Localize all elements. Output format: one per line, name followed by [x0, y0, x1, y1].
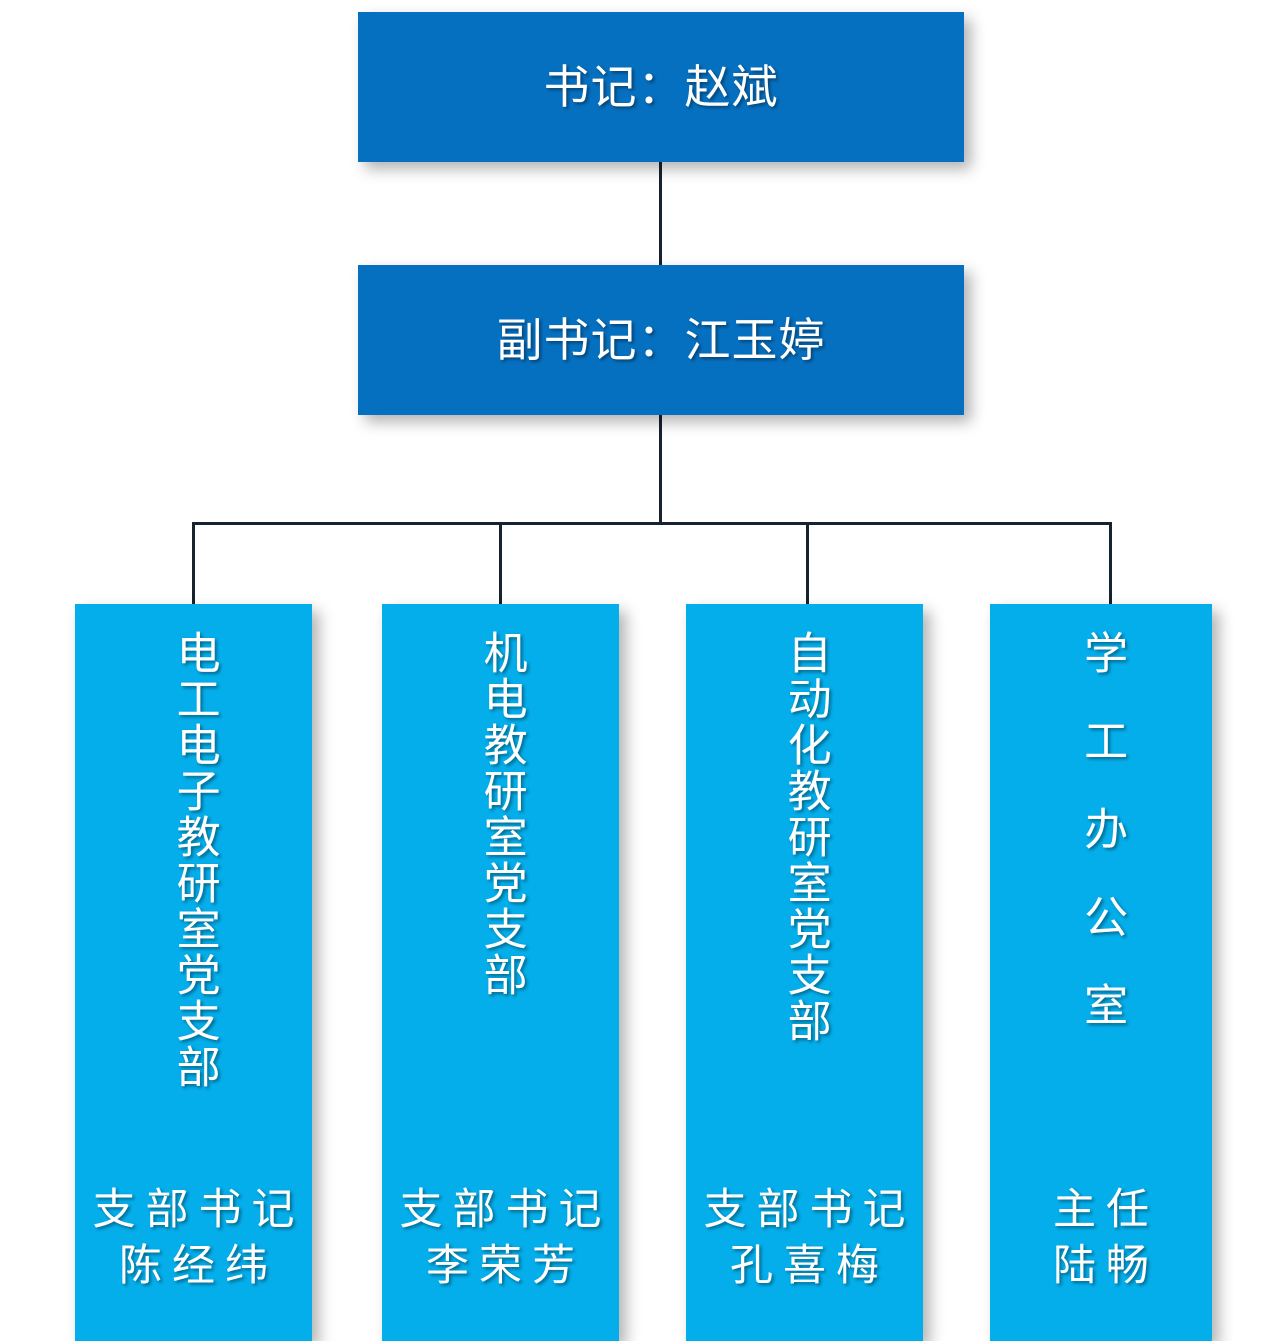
branch-role-block: 支部书记 孔喜梅	[686, 1183, 923, 1295]
connector-drop-3	[806, 522, 809, 606]
branch-unit-label: 电工电子教研室党支部	[169, 630, 219, 1090]
branch-role-label: 支部书记	[92, 1186, 305, 1235]
branch-unit-label: 自动化教研室党支部	[780, 630, 830, 1044]
branch-role-block: 支部书记 李荣芳	[382, 1183, 619, 1295]
connector-drop-4	[1109, 522, 1112, 606]
connector-horizontal-bus	[192, 522, 1112, 525]
branch-role-label: 支部书记	[399, 1186, 612, 1235]
node-branch-mechatronics[interactable]: 机电教研室党支部 支部书记 李荣芳	[382, 604, 619, 1341]
branch-role-block: 主任 陆畅	[990, 1183, 1212, 1295]
node-deputy-secretary[interactable]: 副书记：江玉婷	[358, 265, 964, 415]
node-secretary-label: 书记：赵斌	[543, 60, 779, 113]
branch-unit-label: 学工办公室	[1077, 630, 1127, 1070]
node-branch-electrical-electronics[interactable]: 电工电子教研室党支部 支部书记 陈经纬	[75, 604, 312, 1341]
node-branch-student-affairs[interactable]: 学工办公室 主任 陆畅	[990, 604, 1212, 1341]
connector-level2-stem	[659, 415, 662, 525]
connector-drop-1	[192, 522, 195, 606]
branch-role-label: 主任	[1053, 1186, 1159, 1235]
branch-person-label: 陆畅	[1053, 1242, 1159, 1291]
connector-level1-to-level2	[659, 161, 662, 266]
branch-person-label: 李荣芳	[426, 1242, 585, 1291]
branch-unit-label: 机电教研室党支部	[476, 630, 526, 998]
node-deputy-secretary-label: 副书记：江玉婷	[496, 313, 826, 366]
branch-role-label: 支部书记	[703, 1186, 916, 1235]
branch-person-label: 陈经纬	[119, 1242, 278, 1291]
node-branch-automation[interactable]: 自动化教研室党支部 支部书记 孔喜梅	[686, 604, 923, 1341]
branch-person-label: 孔喜梅	[730, 1242, 889, 1291]
connector-drop-2	[499, 522, 502, 606]
branch-role-block: 支部书记 陈经纬	[75, 1183, 312, 1295]
node-secretary[interactable]: 书记：赵斌	[358, 12, 964, 162]
